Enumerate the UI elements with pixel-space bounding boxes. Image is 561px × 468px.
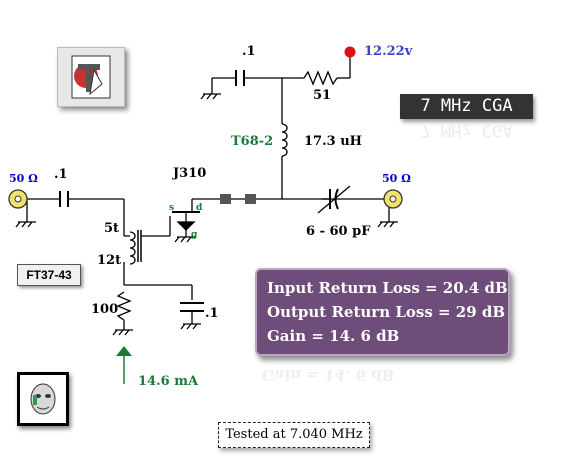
input-port-connector: [8, 189, 28, 209]
label-pin-g: g: [191, 230, 198, 240]
label-trimmer: 6 - 60 pF: [306, 224, 371, 239]
supply-terminal-dot: [344, 46, 356, 58]
source-resistor: [116, 291, 132, 321]
tested-frequency: Tested at 7.040 MHz: [218, 422, 370, 448]
current-arrow: [116, 346, 132, 384]
label-turns-bottom: 12t: [97, 253, 122, 268]
label-current: 14.6 mA: [138, 374, 199, 389]
label-pin-d: d: [196, 203, 203, 213]
label-toroid-core: T68-2: [231, 134, 274, 149]
jfet-arrow: [176, 221, 196, 231]
label-supply-voltage: 12.22v: [364, 44, 413, 59]
transformer-winding: [129, 231, 136, 265]
label-cap-source: .1: [205, 306, 219, 321]
label-cap-input: .1: [54, 167, 68, 182]
results-reflection: Gain = 14. 6 dB: [262, 366, 395, 384]
label-output-impedance: 50 Ω: [382, 172, 411, 185]
label-transformer-core: FT37-43: [17, 264, 81, 286]
avatar: [17, 372, 69, 426]
output-port-connector: [383, 189, 403, 209]
result-output-return-loss: Output Return Loss = 29 dB: [267, 303, 506, 321]
result-input-return-loss: Input Return Loss = 20.4 dB: [267, 279, 508, 297]
label-cap-supply: .1: [242, 44, 256, 59]
label-pin-s: s: [169, 203, 175, 213]
ferrite-bead-2: [245, 194, 256, 204]
choke-inductor: [281, 123, 288, 157]
supply-resistor: [303, 70, 338, 86]
label-transistor: J310: [173, 166, 207, 181]
result-gain: Gain = 14. 6 dB: [267, 327, 400, 345]
page-title: 7 MHz CGA: [400, 94, 533, 119]
face-icon: [30, 383, 56, 415]
label-resistor-source: 100: [91, 302, 119, 317]
label-turns-top: 5t: [104, 221, 120, 236]
title-reflection: 7 MHz CGA: [420, 120, 513, 140]
ground-symbols: [15, 93, 398, 336]
logo-emblem-icon: [71, 55, 111, 99]
label-resistor-supply: 51: [313, 88, 332, 103]
label-input-impedance: 50 Ω: [9, 172, 38, 185]
logo: [57, 47, 125, 107]
ferrite-bead-1: [220, 194, 231, 204]
trimmer-arrow: [317, 185, 351, 214]
results-box: Input Return Loss = 20.4 dB Output Retur…: [255, 268, 510, 356]
label-inductance: 17.3 uH: [304, 134, 362, 149]
